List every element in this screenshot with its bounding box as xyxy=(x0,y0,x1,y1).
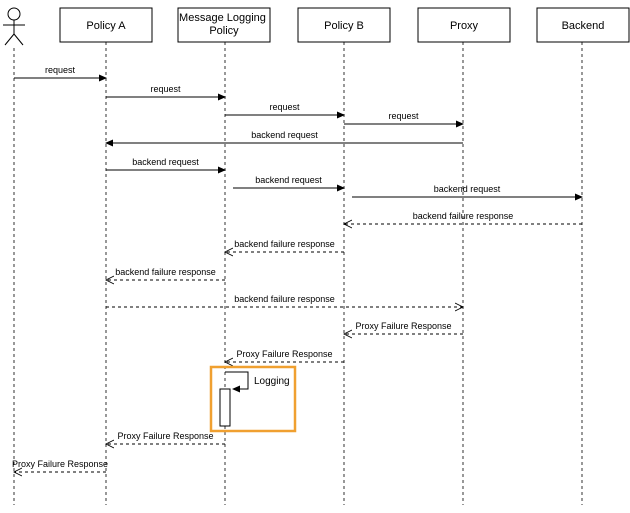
message-3: request xyxy=(225,102,345,119)
message-13: Proxy Failure Response xyxy=(344,321,463,334)
message-12: backend failure response xyxy=(106,294,463,307)
participant-label: Message Logging Policy xyxy=(179,12,269,37)
participant-label: Backend xyxy=(562,20,605,32)
message-14: Proxy Failure Response xyxy=(225,349,344,362)
message-5: backend request xyxy=(105,130,463,147)
participant-message-logging-policy: Message Logging Policy xyxy=(177,7,271,43)
lifelines xyxy=(13,42,583,505)
message-1: request xyxy=(14,65,107,82)
message-8: backend request xyxy=(352,184,583,201)
message-label: backend failure response xyxy=(234,294,335,304)
message-10: backend failure response xyxy=(225,239,344,252)
message-2: request xyxy=(106,84,226,101)
self-call-arrow xyxy=(225,371,249,393)
participant-policy-b: Policy B xyxy=(297,7,391,43)
self-call-label: Logging xyxy=(254,376,290,387)
message-4: request xyxy=(344,111,464,128)
message-label: backend request xyxy=(132,157,199,167)
message-label: request xyxy=(150,84,181,94)
participant-label: Policy B xyxy=(324,20,364,32)
message-label: request xyxy=(388,111,419,121)
message-label: backend failure response xyxy=(234,239,335,249)
activation-bar xyxy=(219,388,231,427)
message-label: backend request xyxy=(255,175,322,185)
message-label: backend request xyxy=(434,184,501,194)
message-15: Proxy Failure Response xyxy=(106,431,225,444)
message-label: Proxy Failure Response xyxy=(355,321,451,331)
message-label: request xyxy=(45,65,76,75)
message-7: backend request xyxy=(233,175,345,192)
message-label: Proxy Failure Response xyxy=(117,431,213,441)
message-6: backend request xyxy=(106,157,226,174)
message-16: Proxy Failure Response xyxy=(12,459,108,472)
message-label: backend failure response xyxy=(115,267,216,277)
participant-policy-a: Policy A xyxy=(59,7,153,43)
participant-label: Proxy xyxy=(450,20,479,32)
highlight-box xyxy=(209,365,297,433)
participant-backend: Backend xyxy=(536,7,630,43)
message-label: request xyxy=(269,102,300,112)
messages: request request request request backend requ… xyxy=(12,65,583,472)
participant-proxy: Proxy xyxy=(417,7,511,43)
participant-label-line-2: Policy xyxy=(209,25,239,37)
message-label: backend failure response xyxy=(413,211,514,221)
message-label: Proxy Failure Response xyxy=(236,349,332,359)
message-label: backend request xyxy=(251,130,318,140)
message-11: backend failure response xyxy=(106,267,225,280)
logging-self-call: Logging xyxy=(209,365,297,433)
message-9: backend failure response xyxy=(344,211,582,224)
message-label: Proxy Failure Response xyxy=(12,459,108,469)
actor-figure xyxy=(3,7,25,46)
participant-label-line-1: Message Logging xyxy=(179,12,266,24)
participant-label: Policy A xyxy=(86,20,126,32)
